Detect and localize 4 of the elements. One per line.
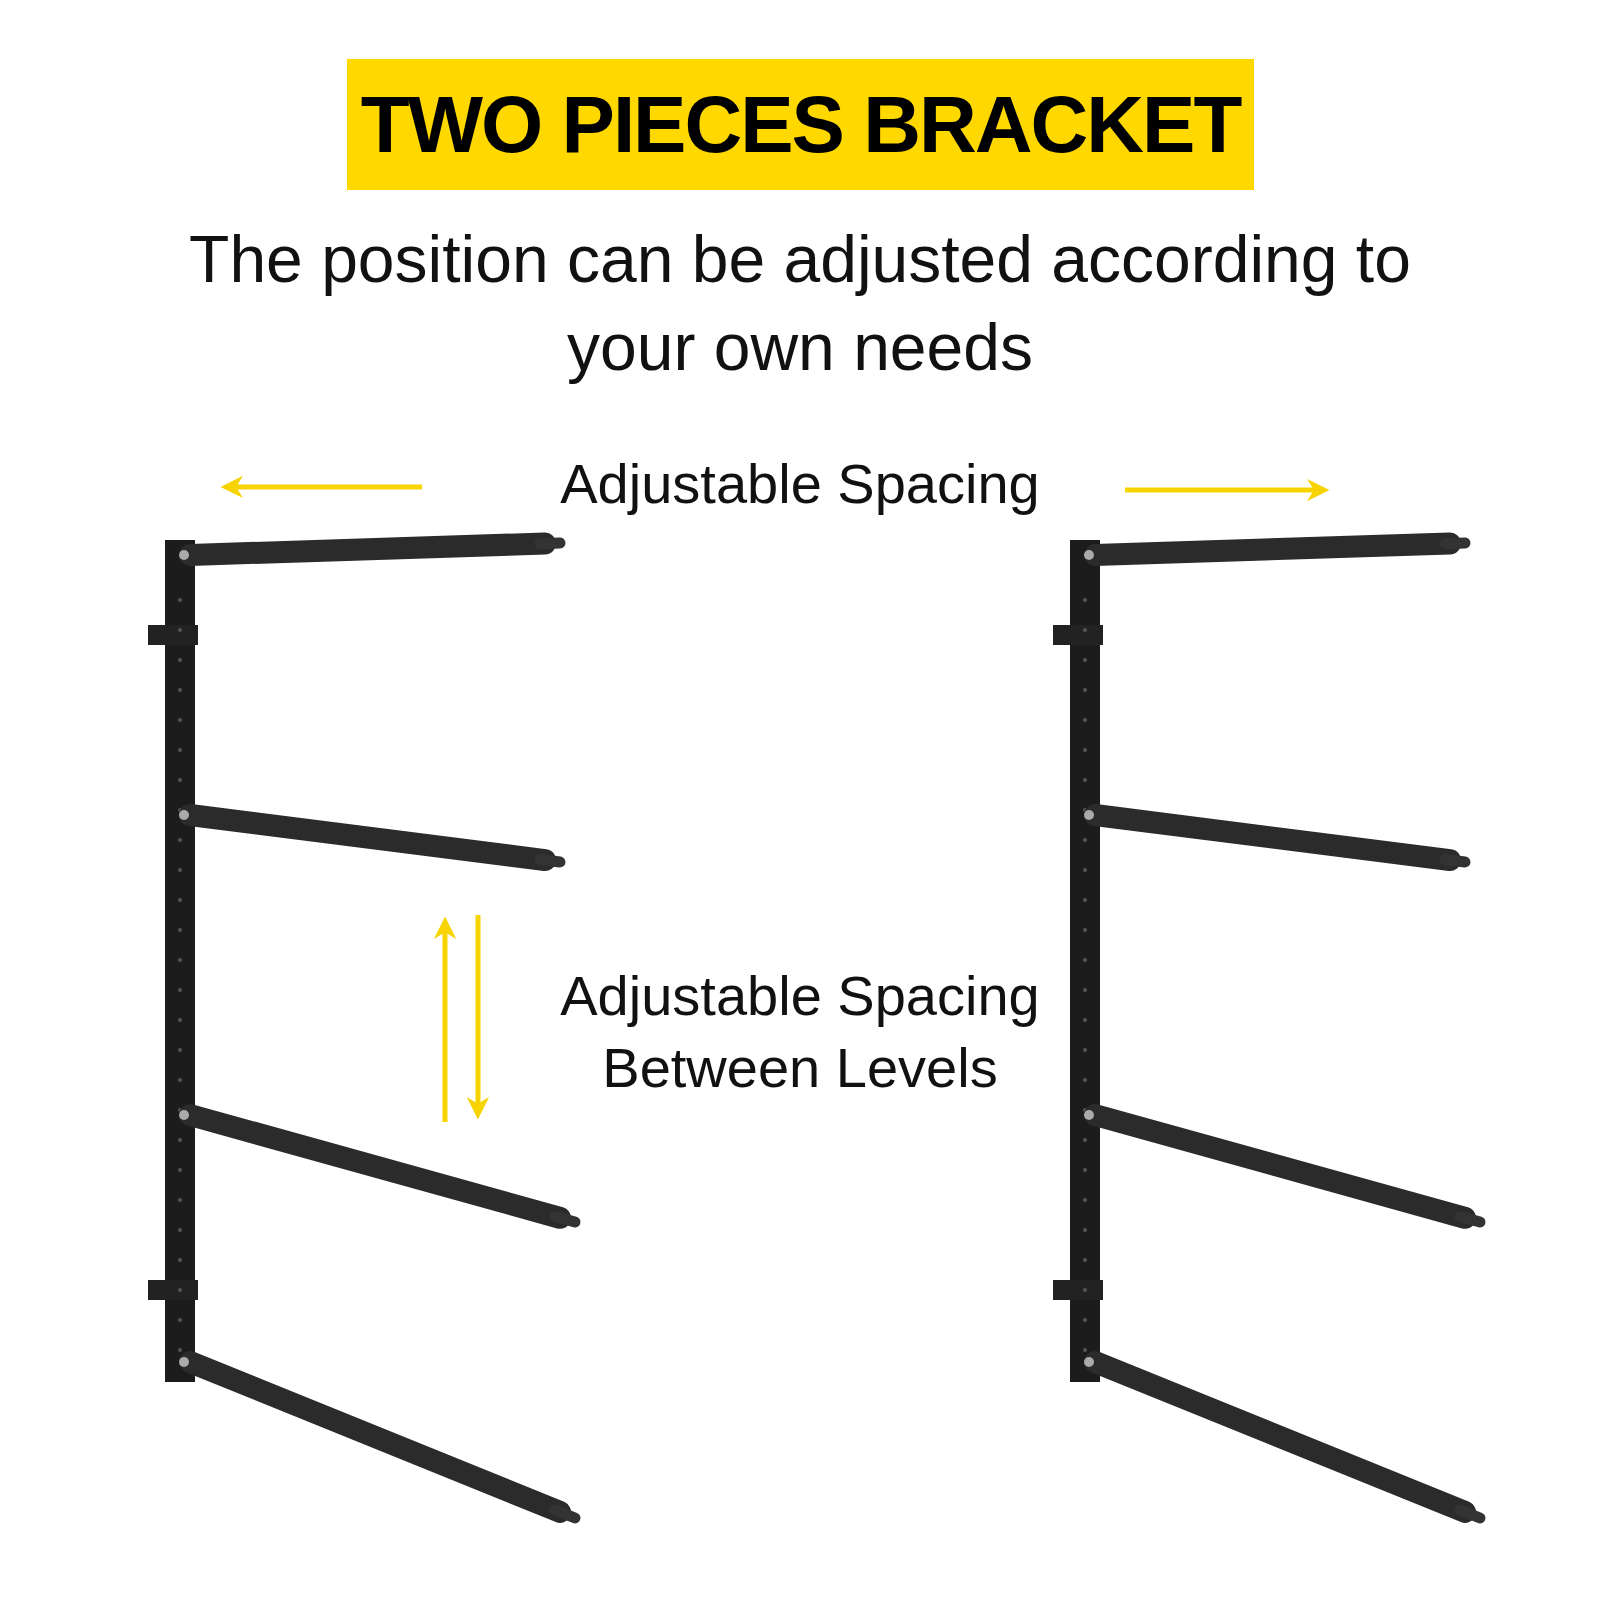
- title-banner: TWO PIECES BRACKET: [347, 59, 1254, 190]
- spacing-label: Adjustable Spacing Between Levels: [559, 963, 1041, 1101]
- subtitle-text: The position can be adjusted according to your own needs: [188, 221, 1412, 386]
- spacing-label: Adjustable Spacing: [559, 451, 1041, 517]
